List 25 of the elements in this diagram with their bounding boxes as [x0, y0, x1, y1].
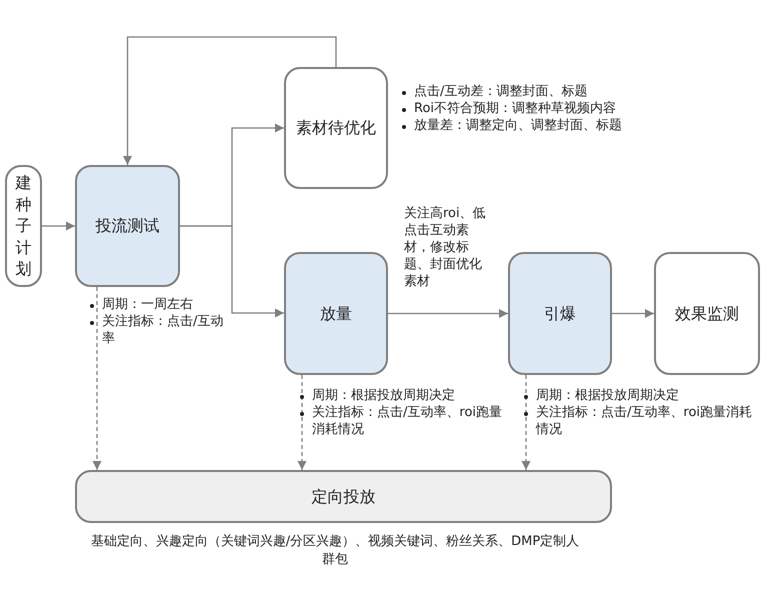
process-box: 定向投放: [75, 470, 612, 523]
process-box: 引爆: [508, 252, 612, 375]
dashed-arrow: [522, 375, 530, 470]
arrow: [123, 36, 337, 165]
bullet-text: 周期：根据投放周期决定: [312, 388, 508, 405]
bullet-text: 周期：根据投放周期决定: [536, 388, 760, 405]
process-box: 素材待优化: [284, 67, 388, 189]
arrow: [42, 222, 75, 230]
bullet-text: 放量差：调整定向、调整封面、标题: [414, 118, 758, 135]
bullet-text: 关注指标：点击/互动率、roi跑量消耗情况: [312, 404, 508, 439]
process-box: 建种子计划: [5, 165, 42, 287]
caption-text: 基础定向、兴趣定向（关键词兴趣/分区兴趣）、视频关键词、粉丝关系、DMP定制人群包: [90, 533, 580, 570]
bullet-text: 周期：一周左右: [102, 297, 224, 314]
process-box: 效果监测: [654, 252, 760, 375]
process-box: 投流测试: [75, 165, 180, 287]
bullet-text: 点击/互动差：调整封面、标题: [414, 84, 758, 101]
dashed-arrow: [298, 375, 306, 470]
bullet-text: 关注指标：点击/互动率: [102, 314, 224, 348]
arrow: [180, 225, 284, 318]
dashed-arrow: [92, 287, 102, 470]
arrow: [612, 309, 654, 318]
bullet-text: Roi不符合预期：调整种草视频内容: [414, 100, 758, 118]
bullet-text: 关注指标：点击/互动率、roi跑量消耗情况: [536, 404, 760, 439]
process-box: 放量: [284, 252, 388, 375]
arrow: [388, 309, 508, 318]
